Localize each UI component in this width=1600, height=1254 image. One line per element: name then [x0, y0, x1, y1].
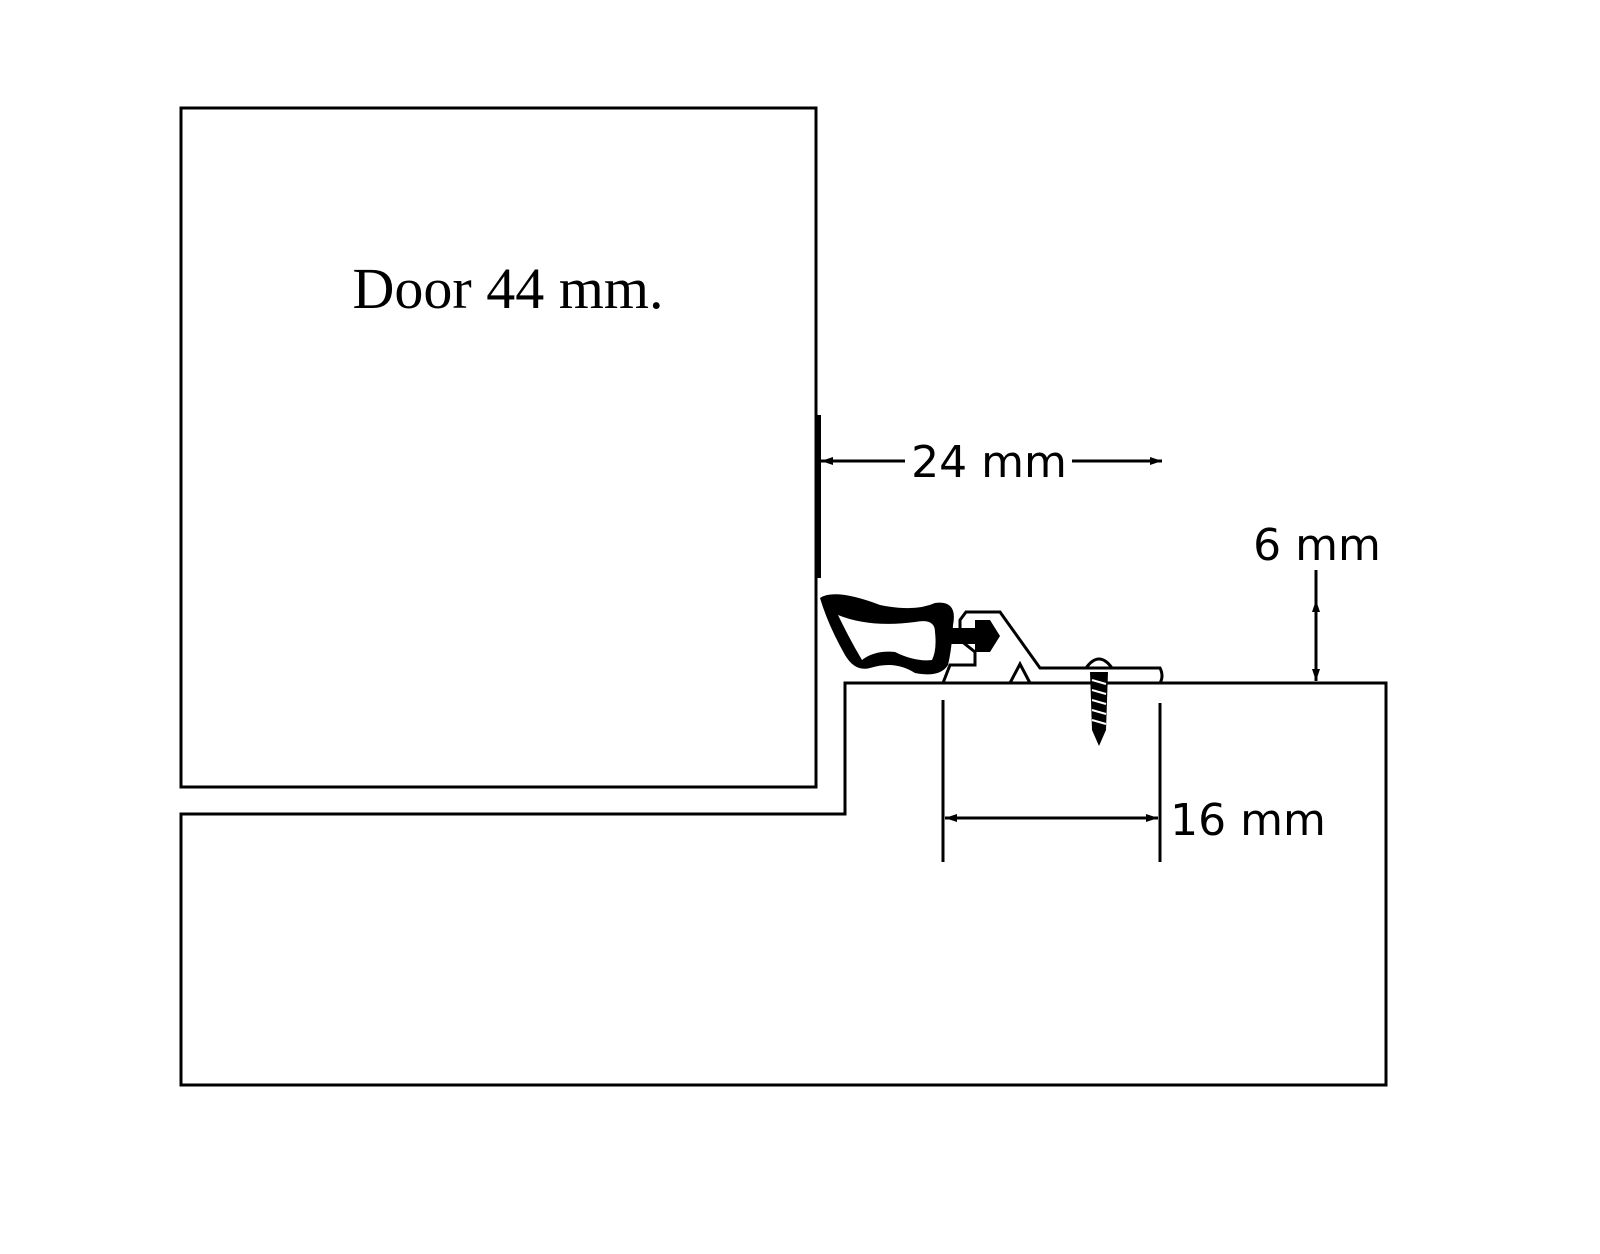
- seal-profile: [820, 594, 1164, 685]
- threshold-frame: [179, 681, 1388, 1087]
- screw-icon: [1083, 657, 1115, 746]
- fixing-width-label: 16 mm: [1170, 795, 1326, 846]
- seal-height-label: 6 mm: [1253, 520, 1381, 571]
- door-label: Door 44 mm.: [353, 256, 664, 321]
- door-panel: [179, 106, 818, 789]
- gap-width-label: 24 mm: [911, 437, 1067, 488]
